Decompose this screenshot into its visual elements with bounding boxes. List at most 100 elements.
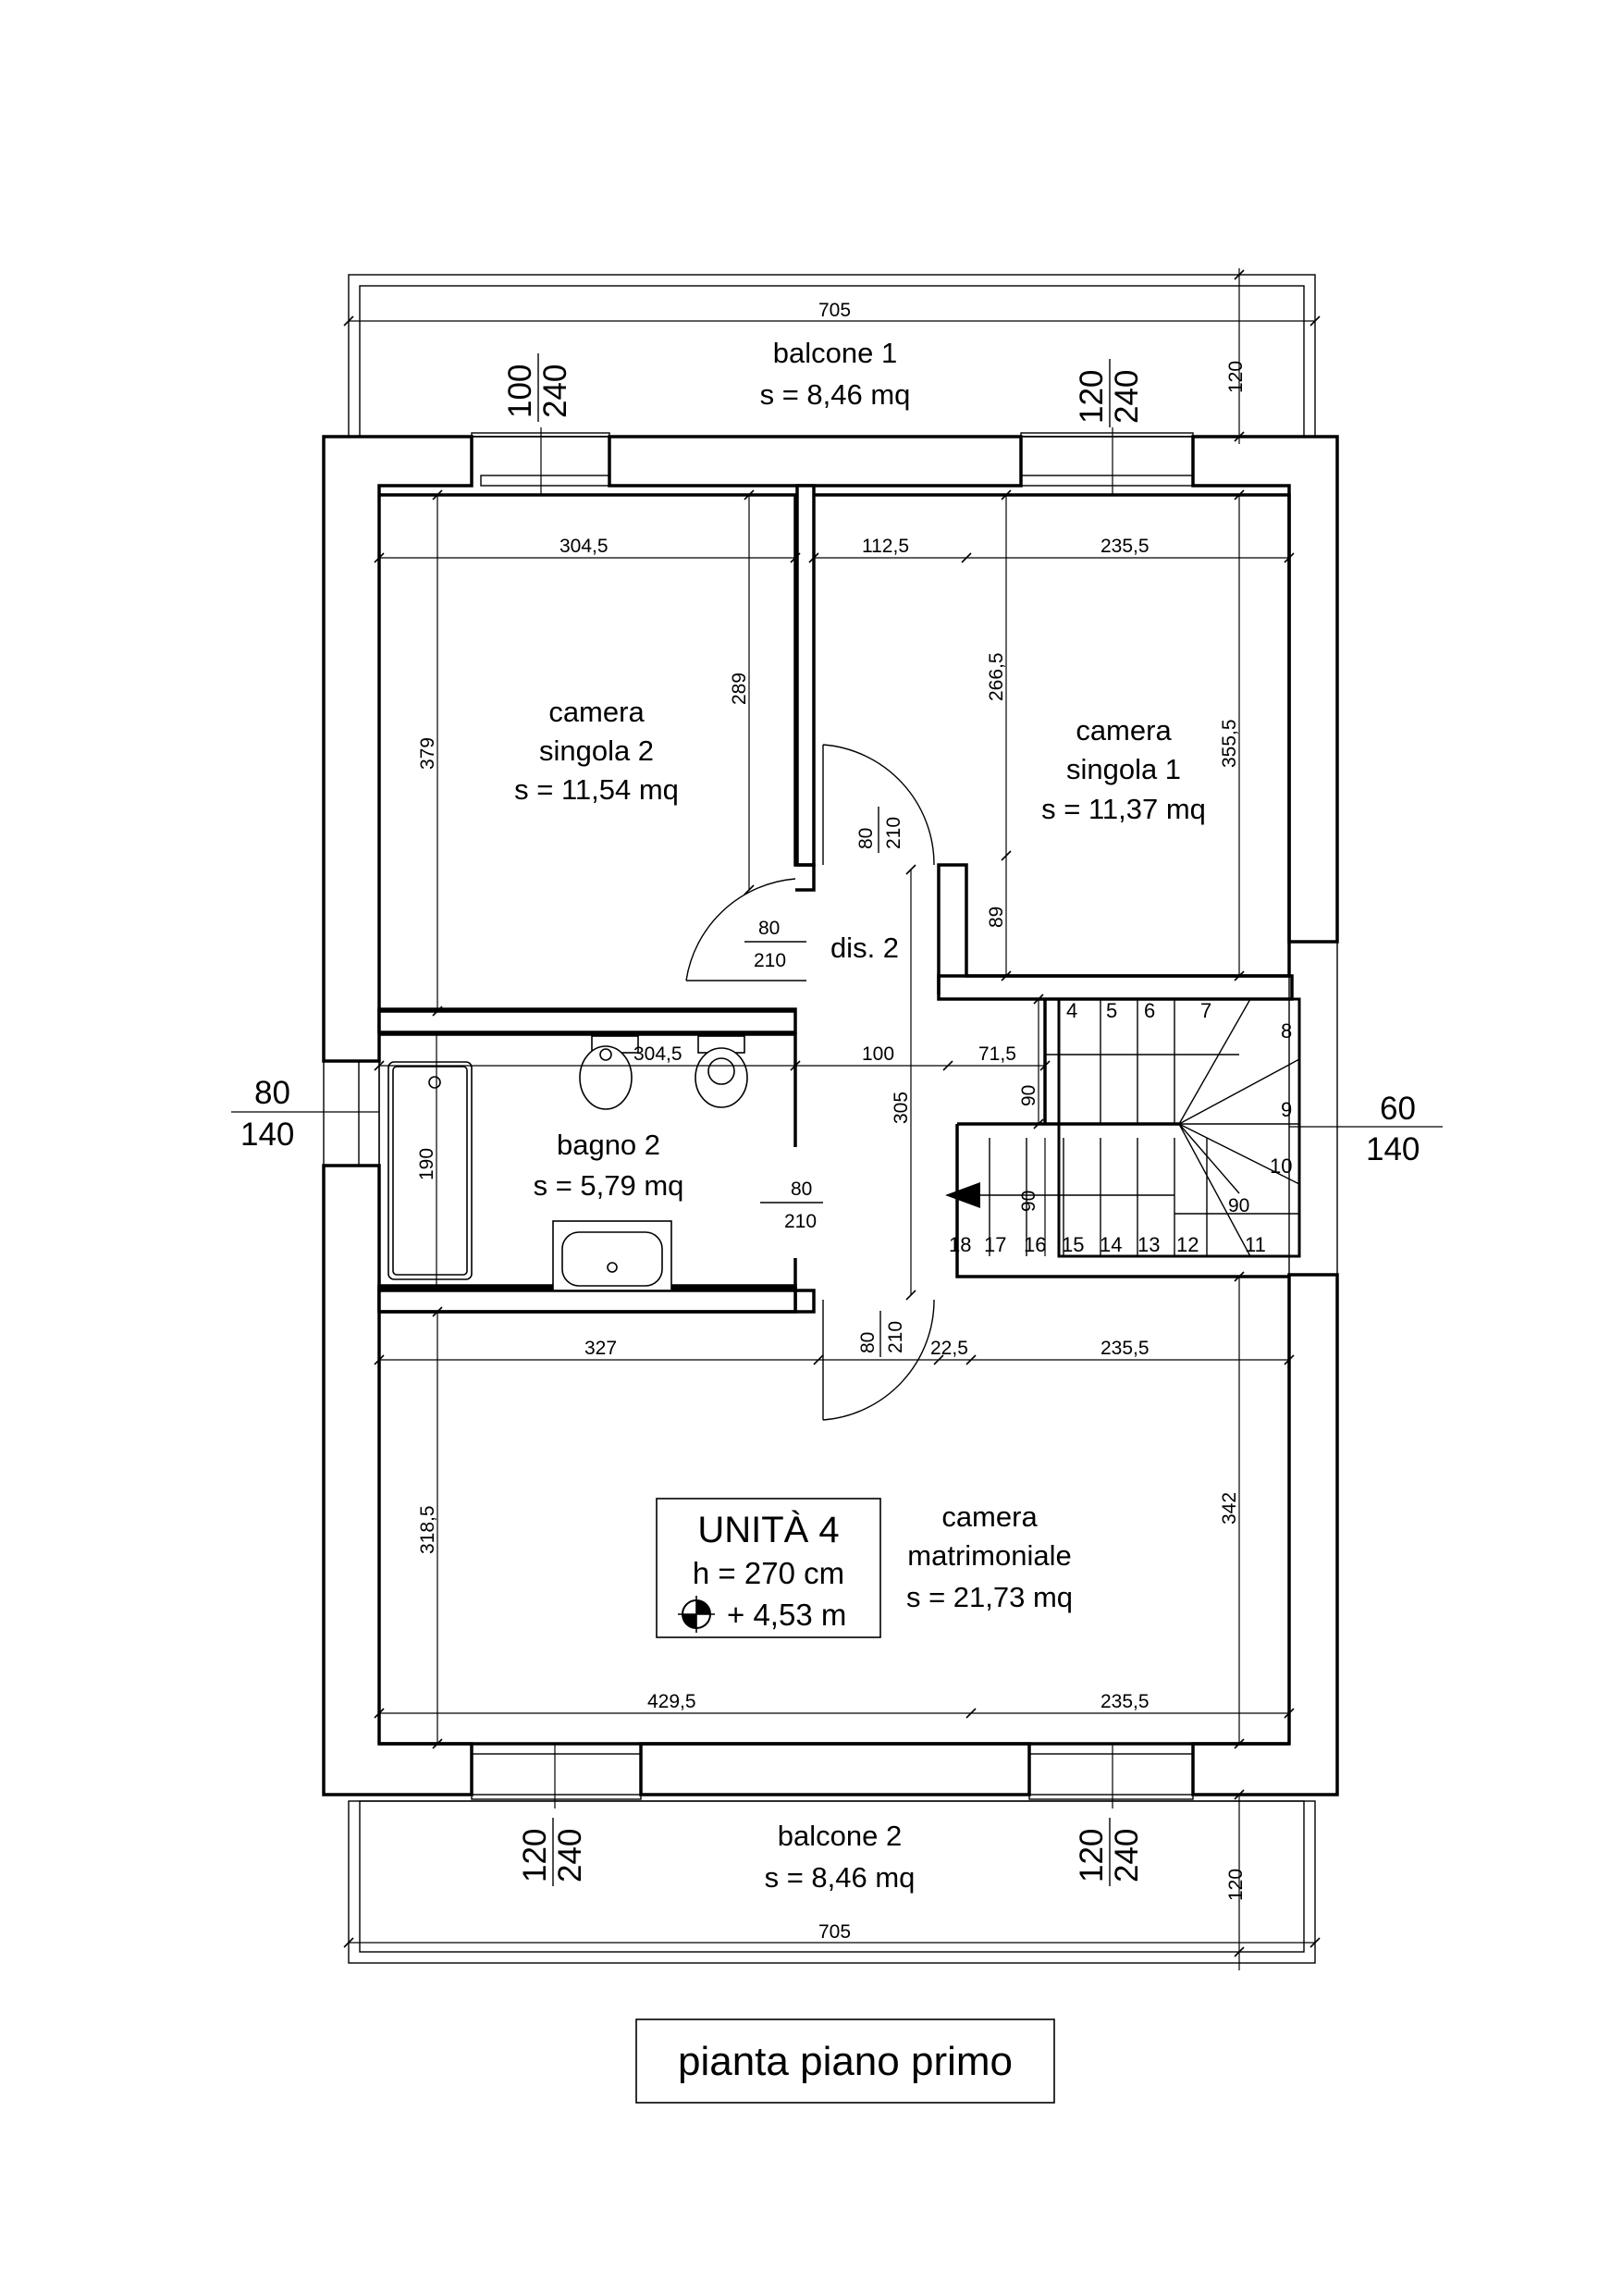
svg-text:90: 90 xyxy=(1018,1191,1039,1212)
svg-text:210: 210 xyxy=(784,1211,817,1232)
door-singola-2 xyxy=(685,878,806,981)
room-label-camera-matrimoniale: camera matrimoniale s = 21,73 mq xyxy=(906,1500,1073,1613)
drawing-title: pianta piano primo xyxy=(635,2018,1055,2104)
svg-text:240: 240 xyxy=(1109,370,1145,424)
level-marker-icon xyxy=(678,1596,715,1633)
svg-text:60: 60 xyxy=(1380,1091,1416,1127)
room-outlines xyxy=(379,493,1301,1746)
svg-text:342: 342 xyxy=(1219,1492,1240,1524)
dimension-texts: 705 120 705 120 304,5 379 289 112,5 235,… xyxy=(416,300,1249,1943)
room-label-balcone-2: balcone 2 s = 8,46 mq xyxy=(765,1820,916,1894)
svg-text:bagno 2: bagno 2 xyxy=(557,1129,660,1161)
svg-text:camera: camera xyxy=(1076,714,1172,747)
svg-text:camera: camera xyxy=(548,696,645,728)
svg-text:705: 705 xyxy=(818,300,851,321)
svg-text:120: 120 xyxy=(517,1829,553,1882)
svg-text:7: 7 xyxy=(1200,999,1211,1022)
svg-text:s = 8,46 mq: s = 8,46 mq xyxy=(765,1861,916,1894)
svg-text:304,5: 304,5 xyxy=(633,1043,682,1065)
svg-text:matrimoniale: matrimoniale xyxy=(907,1539,1071,1572)
toilet-icon xyxy=(695,1035,748,1108)
sink-icon xyxy=(552,1220,672,1291)
svg-text:318,5: 318,5 xyxy=(417,1505,438,1554)
balcony-2 xyxy=(348,1800,1316,1964)
svg-text:235,5: 235,5 xyxy=(1100,1338,1150,1359)
window-label-east: 60 140 xyxy=(1366,1091,1420,1167)
svg-text:singola 1: singola 1 xyxy=(1066,753,1181,785)
svg-text:balcone 2: balcone 2 xyxy=(778,1820,902,1852)
svg-text:355,5: 355,5 xyxy=(1219,719,1240,768)
svg-text:12: 12 xyxy=(1176,1233,1199,1256)
room-label-bagno-2: bagno 2 s = 5,79 mq xyxy=(534,1129,684,1202)
room-label-balcone-1: balcone 1 s = 8,46 mq xyxy=(760,337,911,411)
svg-text:429,5: 429,5 xyxy=(647,1691,696,1712)
svg-text:240: 240 xyxy=(552,1829,588,1882)
svg-text:singola 2: singola 2 xyxy=(539,734,654,767)
door-label-matrimoniale: 80 210 xyxy=(857,1311,906,1357)
stair-step-numbers: 4 5 6 7 8 9 10 18 17 16 15 14 13 12 11 xyxy=(949,999,1292,1256)
svg-text:13: 13 xyxy=(1137,1233,1160,1256)
svg-text:6: 6 xyxy=(1144,999,1155,1022)
window-east xyxy=(1288,941,1338,1276)
svg-text:100: 100 xyxy=(862,1043,894,1065)
svg-text:22,5: 22,5 xyxy=(930,1338,968,1359)
svg-text:327: 327 xyxy=(584,1338,617,1359)
window-label-west: 80 140 xyxy=(240,1075,294,1153)
stair-arrow-icon xyxy=(945,1182,980,1208)
svg-text:dis. 2: dis. 2 xyxy=(830,932,899,964)
svg-text:8: 8 xyxy=(1281,1019,1292,1043)
window-balcony1-right xyxy=(1020,432,1194,487)
svg-text:balcone 1: balcone 1 xyxy=(773,337,897,369)
svg-text:17: 17 xyxy=(984,1233,1006,1256)
unit-name: UNITÀ 4 xyxy=(697,1509,839,1550)
svg-text:100: 100 xyxy=(502,364,538,418)
svg-text:140: 140 xyxy=(240,1117,294,1153)
svg-text:235,5: 235,5 xyxy=(1100,1691,1150,1712)
svg-text:camera: camera xyxy=(941,1500,1038,1533)
bathtub-icon xyxy=(387,1061,473,1280)
svg-text:s = 5,79 mq: s = 5,79 mq xyxy=(534,1169,684,1202)
svg-text:190: 190 xyxy=(416,1148,437,1180)
svg-text:15: 15 xyxy=(1062,1233,1084,1256)
room-label-camera-singola-2: camera singola 2 s = 11,54 mq xyxy=(514,696,679,806)
door-label-singola-1: 80 210 xyxy=(855,807,904,853)
svg-text:80: 80 xyxy=(791,1179,812,1200)
room-label-camera-singola-1: camera singola 1 s = 11,37 mq xyxy=(1041,714,1206,825)
svg-text:210: 210 xyxy=(883,817,904,849)
svg-text:90: 90 xyxy=(1018,1085,1039,1106)
svg-text:120: 120 xyxy=(1225,1869,1247,1901)
svg-text:s = 21,73 mq: s = 21,73 mq xyxy=(906,1581,1073,1613)
drawing-title-text: pianta piano primo xyxy=(678,2039,1013,2084)
svg-text:120: 120 xyxy=(1074,370,1110,424)
svg-text:s = 11,37 mq: s = 11,37 mq xyxy=(1041,793,1206,825)
svg-text:90: 90 xyxy=(1228,1195,1249,1216)
window-label-b1-left: 100 240 xyxy=(502,353,573,422)
dimension-lines xyxy=(231,268,1443,1970)
svg-text:9: 9 xyxy=(1281,1098,1292,1121)
svg-text:289: 289 xyxy=(729,673,750,705)
svg-text:305: 305 xyxy=(891,1092,912,1124)
svg-text:240: 240 xyxy=(537,364,573,418)
svg-text:89: 89 xyxy=(986,907,1007,928)
svg-text:266,5: 266,5 xyxy=(986,652,1007,701)
svg-text:112,5: 112,5 xyxy=(862,536,909,557)
door-label-bagno: 80 210 xyxy=(760,1179,823,1232)
svg-text:379: 379 xyxy=(417,737,438,770)
window-balcony2-right xyxy=(1028,1743,1194,1800)
svg-text:71,5: 71,5 xyxy=(978,1043,1016,1065)
svg-text:4: 4 xyxy=(1066,999,1077,1022)
svg-text:11: 11 xyxy=(1245,1233,1266,1256)
svg-text:140: 140 xyxy=(1366,1131,1420,1167)
staircase xyxy=(945,998,1300,1257)
svg-text:80: 80 xyxy=(758,918,780,939)
room-label-dis-2: dis. 2 xyxy=(830,932,899,964)
window-label-b2-right: 120 240 xyxy=(1074,1818,1145,1886)
svg-text:304,5: 304,5 xyxy=(559,536,609,557)
svg-text:235,5: 235,5 xyxy=(1100,536,1150,557)
window-label-b1-right: 120 240 xyxy=(1074,359,1145,427)
svg-text:10: 10 xyxy=(1270,1154,1292,1178)
svg-text:210: 210 xyxy=(754,950,786,971)
window-west xyxy=(323,1060,380,1167)
unit-info-box: UNITÀ 4 h = 270 cm + 4,53 m xyxy=(656,1498,881,1638)
